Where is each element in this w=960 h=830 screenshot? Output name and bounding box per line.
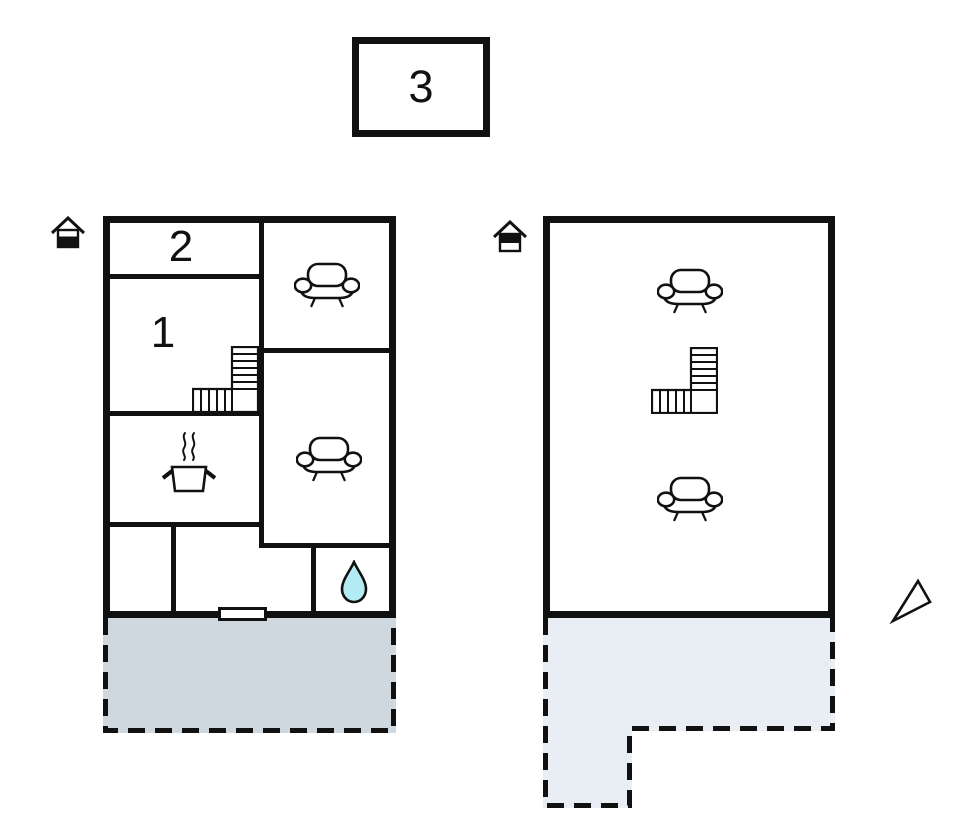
wall-kitchen-bottom	[110, 522, 259, 527]
water-drop-icon	[340, 560, 368, 604]
house-level-upper-icon	[493, 220, 527, 253]
wall-main-vertical	[259, 223, 264, 545]
upper-floor-terrace-border	[543, 618, 835, 808]
sofa-icon	[296, 436, 362, 482]
wall-livingroom-bottom	[259, 543, 389, 548]
sofa-icon	[657, 268, 723, 314]
room-label-1: 1	[150, 308, 176, 357]
stairs-icon	[651, 347, 718, 414]
unit-number: 3	[408, 61, 434, 112]
door-icon	[218, 607, 267, 621]
sofa-icon	[657, 476, 723, 522]
wall-bedroom2-bottom	[110, 274, 259, 279]
upper-floor-terrace	[543, 618, 835, 808]
wall-bedroom1-bottom	[110, 411, 259, 416]
room-label-2: 2	[168, 222, 194, 271]
north-arrow-icon	[889, 578, 932, 625]
stairs-icon	[192, 346, 259, 413]
ground-floor-terrace-border	[103, 618, 396, 733]
ground-floor-terrace	[103, 618, 396, 733]
cooking-pot-icon	[161, 432, 217, 493]
house-level-ground-icon	[51, 216, 85, 249]
wall-bathroom-vertical	[311, 548, 316, 611]
wall-hall-vertical	[171, 527, 176, 611]
unit-number-badge: 3	[352, 37, 490, 137]
wall-right-rooms-divider	[264, 348, 389, 353]
sofa-icon	[294, 262, 360, 308]
